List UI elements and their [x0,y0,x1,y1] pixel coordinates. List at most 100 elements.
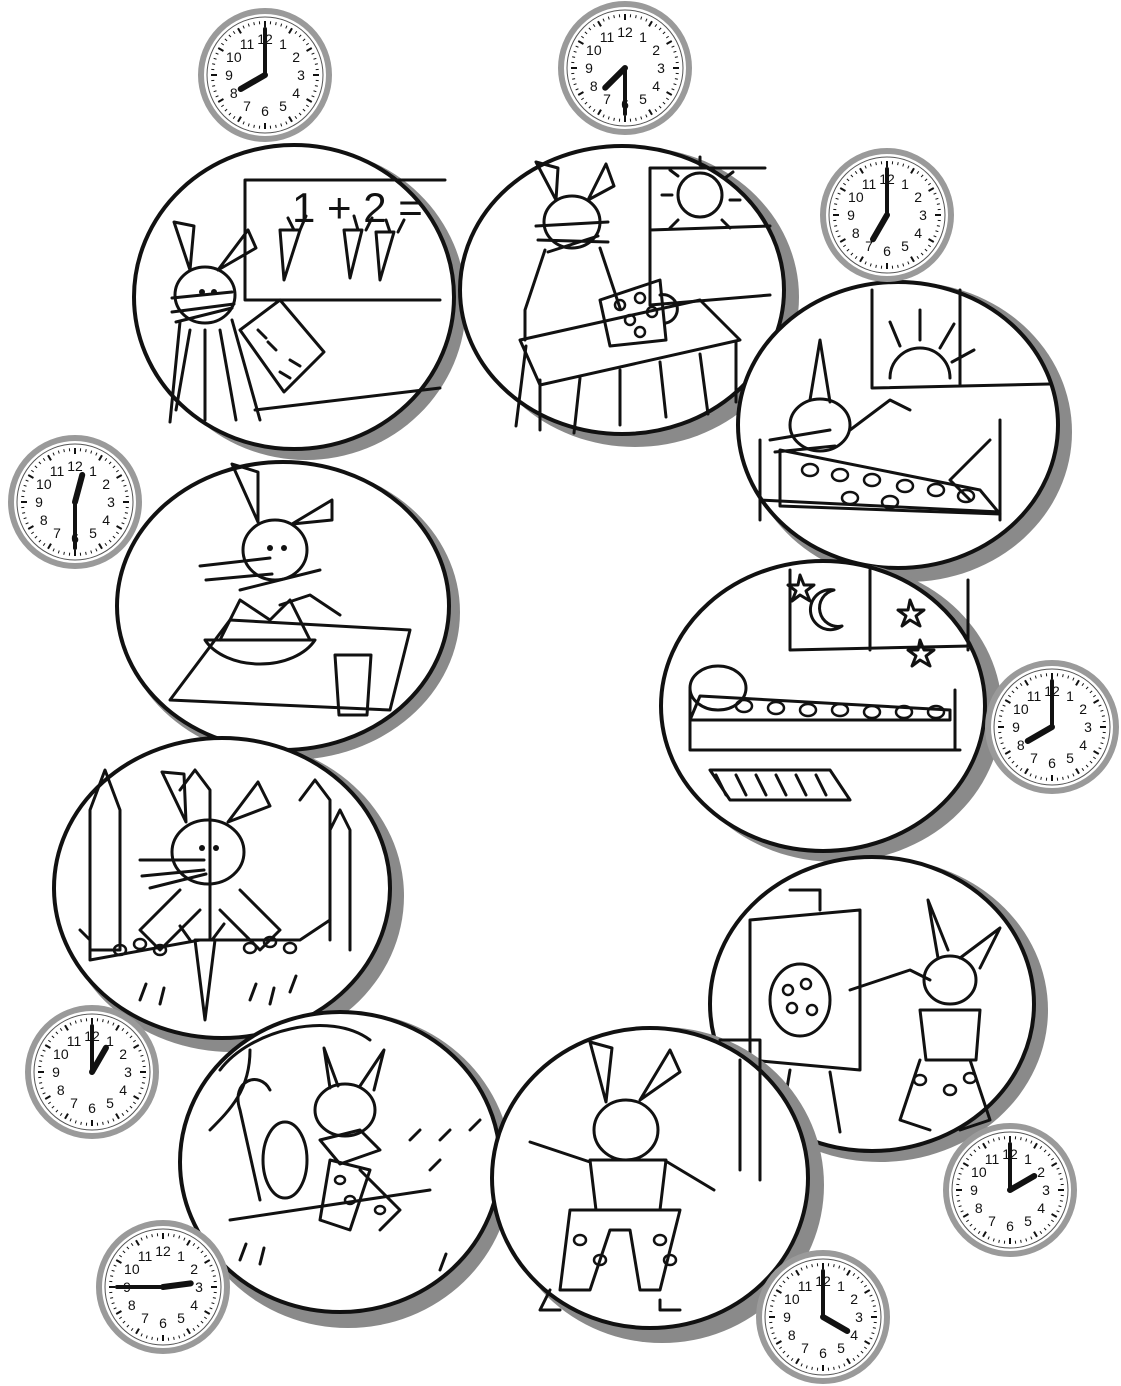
clock-numeral: 8 [57,1082,65,1098]
clock-numeral: 1 [89,463,97,479]
clock-numeral: 5 [639,91,647,107]
clock-numeral: 5 [1024,1213,1032,1229]
scene-wake-up[interactable] [738,282,1072,582]
clock-tick [898,265,899,268]
clock-numeral: 8 [590,78,598,94]
scene-walk-in-town[interactable] [54,738,404,1052]
clock-tick [834,226,837,227]
clock-numeral: 6 [1048,755,1056,771]
clock-numeral: 1 [1024,1151,1032,1167]
scene-sleeping[interactable] [661,561,1002,862]
clock-tick [770,1306,773,1307]
clock-tick [110,1298,113,1299]
clock-tick [876,162,877,165]
clock-tick [999,716,1002,717]
clock-numeral: 8 [975,1200,983,1216]
clock-numeral: 5 [279,98,287,114]
clock-tick [315,64,318,65]
clock-numeral: 11 [798,1278,813,1294]
clock-numeral: 2 [102,476,110,492]
clock-tick [812,1264,813,1267]
scene-school[interactable]: 1 + 2 = [134,145,466,460]
scene-lunch[interactable] [117,462,460,760]
clock-tick [1021,1240,1022,1243]
clock-tick [125,491,128,492]
clock-numeral: 1 [1066,688,1074,704]
clock-numeral: 2 [850,1291,858,1307]
clock-reading-in-park: 121234567891011 [99,1223,227,1351]
clock-tick [1063,777,1064,780]
clock-tick [276,125,277,128]
clock-tick [873,1328,876,1329]
clock-numeral: 3 [855,1309,863,1325]
clock-tick [957,1201,960,1202]
clock-tick [22,491,25,492]
clock-numeral: 4 [850,1327,858,1343]
clock-tick [614,15,615,18]
clock-numeral: 4 [292,85,300,101]
clock-numeral: 2 [119,1046,127,1062]
clock-numeral: 11 [985,1151,1000,1167]
clock-tick [142,1061,145,1062]
clock-tick [315,86,318,87]
clock-numeral: 8 [40,512,48,528]
clock-tick [103,1019,104,1022]
clock-playing: 121234567891011 [759,1253,887,1381]
clock-tick [834,1367,835,1370]
clock-numeral: 11 [600,29,615,45]
clock-tick [64,552,65,555]
clock-numeral: 9 [970,1182,978,1198]
clock-numeral: 2 [190,1261,198,1277]
clock-tick [572,57,575,58]
clock-numeral: 4 [1079,737,1087,753]
clock-numeral: 9 [1012,719,1020,735]
clock-tick [213,1298,216,1299]
clock-numeral: 11 [67,1033,82,1049]
clock-numeral: 6 [883,243,891,259]
clock-tick [86,449,87,452]
clock-tick [770,1328,773,1329]
clock-tick [276,22,277,25]
clock-numeral: 11 [240,36,255,52]
clock-tick [103,1122,104,1125]
clock-tick [999,1137,1000,1140]
clock-tick [1063,674,1064,677]
clock-tick [213,1276,216,1277]
clock-tick [64,449,65,452]
clock-numeral: 5 [1066,750,1074,766]
clock-numeral: 7 [70,1095,78,1111]
clock-tick [1102,738,1105,739]
clock-numeral: 9 [847,207,855,223]
clock-tick [675,57,678,58]
clock-numeral: 2 [1037,1164,1045,1180]
clock-tick [174,1337,175,1340]
clock-tick [636,118,637,121]
clock-tick [22,513,25,514]
clock-tick [212,86,215,87]
clock-numeral: 4 [102,512,110,528]
clock-numeral: 7 [603,91,611,107]
clock-tick [834,204,837,205]
clock-numeral: 9 [225,67,233,83]
clock-tick [142,1083,145,1084]
clock-tick [572,79,575,80]
clock-tick [937,226,940,227]
clock-tick [254,22,255,25]
clock-numeral: 4 [914,225,922,241]
clock-numeral: 8 [788,1327,796,1343]
clock-tick [1041,777,1042,780]
scene-reading-in-park[interactable] [180,1012,512,1328]
clock-numeral: 7 [988,1213,996,1229]
clock-numeral: 7 [1030,750,1038,766]
clock-numeral: 9 [35,494,43,510]
clock-numeral: 11 [1027,688,1042,704]
clock-tick [39,1083,42,1084]
clock-numeral: 6 [819,1345,827,1361]
clock-numeral: 7 [53,525,61,541]
clock-numeral: 3 [107,494,115,510]
clock-numeral: 7 [141,1310,149,1326]
clock-tick [614,118,615,121]
clock-tick [81,1122,82,1125]
clock-tick [834,1264,835,1267]
